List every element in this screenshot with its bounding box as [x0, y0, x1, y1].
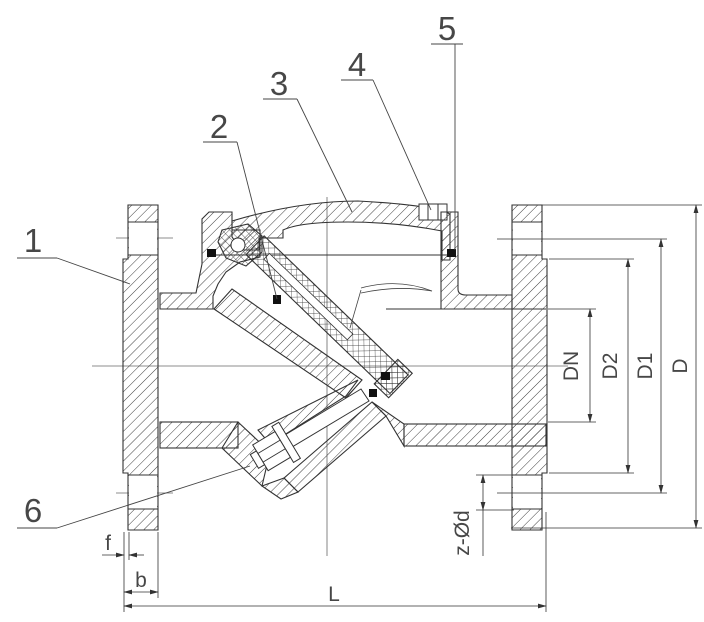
callout-3: 3	[270, 65, 288, 102]
dim-label-l: L	[328, 583, 340, 606]
callout-4: 4	[348, 46, 366, 83]
dim-label-d1: D1	[634, 353, 657, 380]
callout-2: 2	[210, 108, 228, 145]
hinge-pin	[230, 237, 246, 253]
rubber-disc	[217, 223, 414, 399]
bore-lines	[386, 308, 546, 425]
dim-label-d2: D2	[599, 353, 622, 380]
dim-label-dn: DN	[560, 351, 583, 381]
dim-label-zd: z-Ød	[451, 510, 474, 556]
left-flange	[122, 204, 159, 531]
dim-label-b: b	[135, 569, 147, 592]
disc-open-phantom	[349, 283, 433, 329]
dimension-lines	[102, 204, 702, 612]
dim-label-d: D	[669, 358, 692, 373]
seal-dots	[207, 249, 456, 397]
right-flange	[511, 204, 548, 531]
bolt-holes	[128, 221, 542, 510]
dimension-labels: DN D2 D1 D z-Ød f b L	[105, 351, 692, 606]
dim-label-f: f	[105, 532, 111, 555]
callout-5: 5	[438, 10, 456, 47]
callout-6: 6	[24, 492, 42, 529]
cover-plug	[418, 203, 448, 221]
callouts: 1 2 3 4 5 6	[17, 10, 463, 529]
callout-1: 1	[24, 222, 42, 259]
drain-plug	[249, 421, 302, 472]
